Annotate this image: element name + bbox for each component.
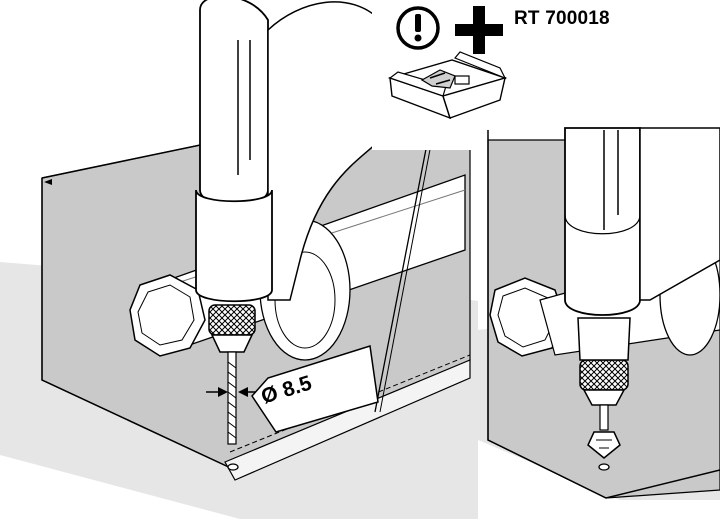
rim-clip xyxy=(44,179,52,185)
parts-box-icon xyxy=(387,51,508,120)
accessory-callout xyxy=(387,6,508,120)
diameter-dimension xyxy=(206,345,379,433)
drill-hole xyxy=(227,463,239,471)
right-drill-hole xyxy=(598,463,610,471)
right-drill-chuck xyxy=(579,359,629,391)
bottom-rail xyxy=(224,359,471,481)
diameter-label-flag xyxy=(251,345,379,433)
plus-icon xyxy=(455,6,503,54)
exclamation-circle-icon xyxy=(396,6,440,50)
drill-bit xyxy=(227,351,237,445)
drill-grip xyxy=(195,189,273,303)
countersink-drill xyxy=(564,127,720,459)
box-left-edge xyxy=(41,178,236,471)
callout-leader-line xyxy=(374,117,433,413)
countersink-bit-icon xyxy=(587,431,621,459)
right-drill-grip xyxy=(564,127,641,316)
drill-handle xyxy=(199,0,269,206)
drill xyxy=(195,0,381,445)
part-number-label: RT 700018 xyxy=(514,8,610,29)
drill-chuck-nose xyxy=(210,334,254,353)
right-countersink-scene xyxy=(478,127,720,519)
drill-chuck xyxy=(208,304,256,336)
